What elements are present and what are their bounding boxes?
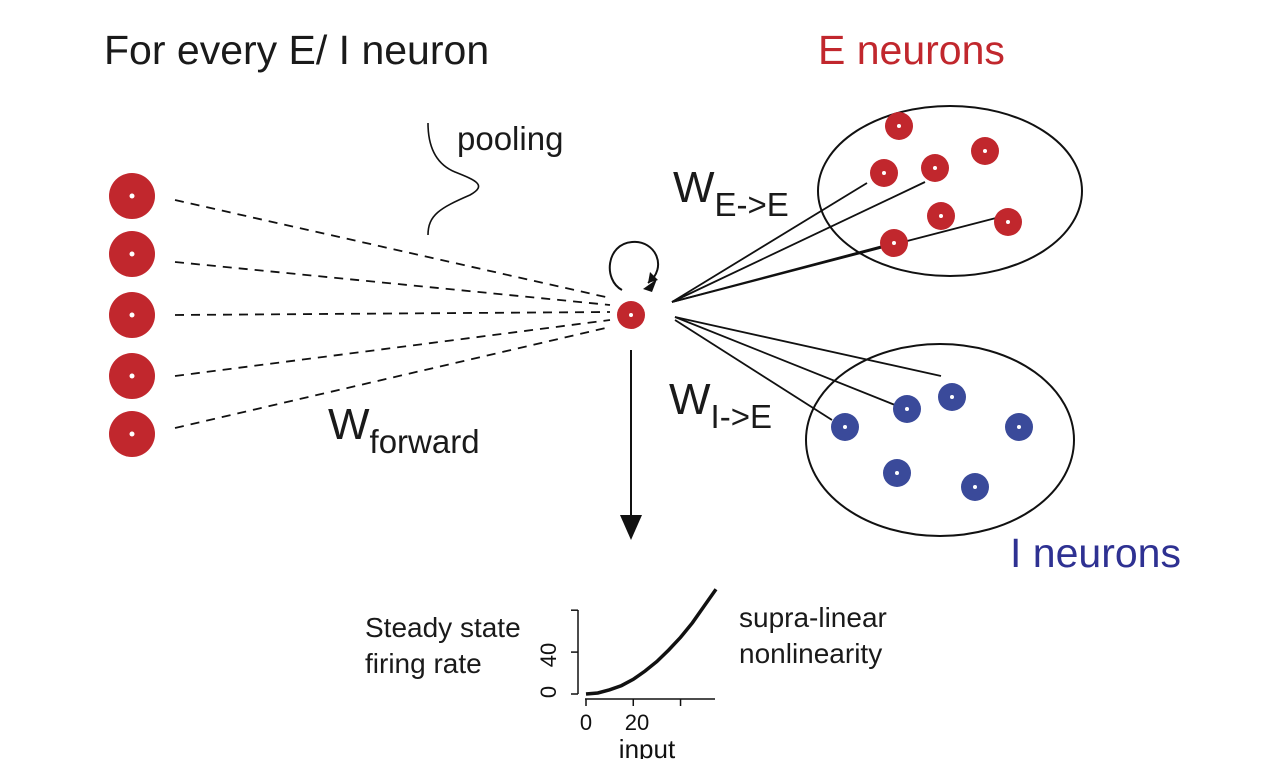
e-to-e-connections [671, 181, 997, 303]
i-neuron [1005, 413, 1033, 441]
e-neurons-group [817, 105, 1083, 277]
y-tick-label: 0 [536, 686, 561, 698]
w-symbol: W [328, 400, 370, 449]
nonlinearity-line: supra-linear [739, 602, 887, 633]
x-tick-label: 0 [580, 710, 592, 735]
chart-ticks [571, 609, 682, 706]
w-subscript: E->E [714, 186, 789, 223]
i-to-e-connections [674, 316, 942, 421]
w-symbol: W [669, 375, 711, 424]
central-neuron [617, 301, 645, 329]
nonlinearity-label: supra-linear nonlinearity [739, 600, 887, 672]
e-neuron [921, 154, 949, 182]
nonlinearity-chart: 0 40 0 20 input [536, 588, 718, 759]
steady-state-line: firing rate [365, 647, 482, 679]
i-neuron [938, 383, 966, 411]
pooling-label: pooling [457, 120, 564, 157]
i-neuron [893, 395, 921, 423]
x-tick-label: 20 [625, 710, 649, 735]
i-neuron [831, 413, 859, 441]
steady-state-line: Steady state [365, 612, 521, 643]
e-neuron [994, 208, 1022, 236]
input-neuron [109, 231, 155, 277]
pooling-curve [427, 122, 480, 236]
y-tick-label: 40 [536, 643, 561, 667]
i-neuron [961, 473, 989, 501]
i-neurons [831, 383, 1033, 501]
input-neuron [109, 292, 155, 338]
i-neurons-label: I neurons [1010, 530, 1181, 576]
input-neuron [109, 353, 155, 399]
forward-connections [174, 199, 611, 429]
weight-i-to-e-label: WI->E [669, 375, 772, 434]
self-loop [608, 240, 660, 292]
output-arrow [620, 350, 642, 540]
input-neurons [109, 173, 155, 457]
w-subscript: forward [369, 423, 480, 460]
weight-forward-label: Wforward [328, 400, 480, 459]
w-subscript: I->E [710, 398, 772, 435]
i-neurons-group [805, 343, 1075, 537]
series-line [585, 588, 718, 696]
input-neuron [109, 173, 155, 219]
steady-state-label: Steady state firing rate [365, 610, 521, 682]
e-neurons-label: E neurons [818, 27, 1005, 73]
input-neuron [109, 411, 155, 457]
e-neuron [971, 137, 999, 165]
w-symbol: W [673, 163, 715, 212]
weight-e-to-e-label: WE->E [673, 163, 789, 222]
e-neurons [870, 112, 1022, 257]
e-neuron [870, 159, 898, 187]
i-neuron [883, 459, 911, 487]
e-neuron [927, 202, 955, 230]
x-axis-label: input [619, 734, 676, 759]
e-neuron [885, 112, 913, 140]
nonlinearity-line: nonlinearity [739, 637, 883, 669]
e-neuron [880, 229, 908, 257]
page-title: For every E/ I neuron [104, 27, 490, 73]
